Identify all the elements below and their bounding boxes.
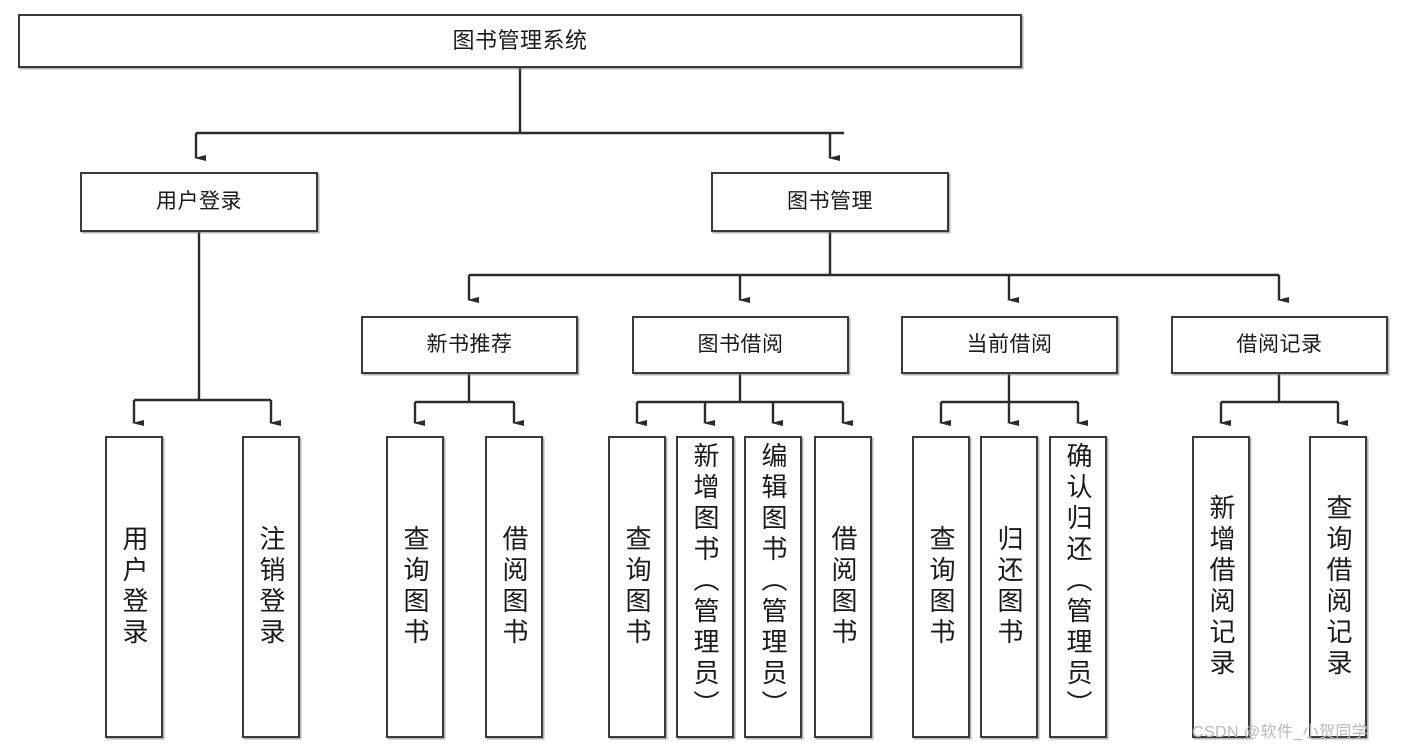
node-leaf-add-record[interactable]: 新增借阅记录	[1192, 436, 1250, 738]
node-current-borrow-label: 当前借阅	[966, 333, 1053, 357]
node-leaf-add-book-label: 新增图书（管理员）	[690, 442, 720, 721]
node-user-login-label: 用户登录	[156, 190, 242, 214]
node-book-manage-label: 图书管理	[787, 190, 873, 214]
node-leaf-confirm-return[interactable]: 确认归还（管理员）	[1049, 436, 1107, 738]
node-leaf-query-book-1[interactable]: 查询图书	[386, 436, 444, 738]
node-leaf-edit-book-label: 编辑图书（管理员）	[758, 442, 788, 721]
node-book-manage[interactable]: 图书管理	[711, 172, 949, 232]
node-book-borrow[interactable]: 图书借阅	[632, 316, 849, 374]
node-leaf-query-book-1-label: 查询图书	[400, 525, 430, 649]
node-book-borrow-label: 图书借阅	[697, 333, 784, 357]
node-root-label: 图书管理系统	[452, 27, 588, 53]
node-new-book-recommend-label: 新书推荐	[426, 333, 513, 357]
node-leaf-borrow-book-2-label: 借阅图书	[828, 525, 858, 649]
node-leaf-query-record-label: 查询借阅记录	[1323, 494, 1353, 680]
node-leaf-query-book-2-label: 查询图书	[622, 525, 652, 649]
node-leaf-return-book-label: 归还图书	[994, 525, 1024, 649]
node-leaf-confirm-return-label: 确认归还（管理员）	[1063, 442, 1093, 721]
node-leaf-edit-book[interactable]: 编辑图书（管理员）	[744, 436, 802, 738]
node-leaf-add-book[interactable]: 新增图书（管理员）	[676, 436, 734, 738]
node-leaf-logout-label: 注销登录	[256, 525, 286, 649]
node-current-borrow[interactable]: 当前借阅	[901, 316, 1118, 374]
node-leaf-add-record-label: 新增借阅记录	[1206, 494, 1236, 680]
node-leaf-user-login-label: 用户登录	[119, 525, 149, 649]
node-leaf-borrow-book-2[interactable]: 借阅图书	[814, 436, 872, 738]
node-leaf-logout[interactable]: 注销登录	[242, 436, 300, 738]
node-borrow-record[interactable]: 借阅记录	[1171, 316, 1388, 374]
node-leaf-user-login[interactable]: 用户登录	[105, 436, 163, 738]
node-root[interactable]: 图书管理系统	[18, 14, 1022, 68]
node-new-book-recommend[interactable]: 新书推荐	[361, 316, 578, 374]
node-user-login[interactable]: 用户登录	[80, 172, 318, 232]
node-borrow-record-label: 借阅记录	[1236, 333, 1323, 357]
node-leaf-query-book-2[interactable]: 查询图书	[608, 436, 666, 738]
node-leaf-query-record[interactable]: 查询借阅记录	[1309, 436, 1367, 738]
node-leaf-borrow-book-1-label: 借阅图书	[499, 525, 529, 649]
csdn-watermark: CSDN @软件_小贺同学	[1192, 724, 1369, 741]
node-leaf-return-book[interactable]: 归还图书	[980, 436, 1038, 738]
node-leaf-query-book-3-label: 查询图书	[926, 525, 956, 649]
node-leaf-query-book-3[interactable]: 查询图书	[912, 436, 970, 738]
node-leaf-borrow-book-1[interactable]: 借阅图书	[485, 436, 543, 738]
